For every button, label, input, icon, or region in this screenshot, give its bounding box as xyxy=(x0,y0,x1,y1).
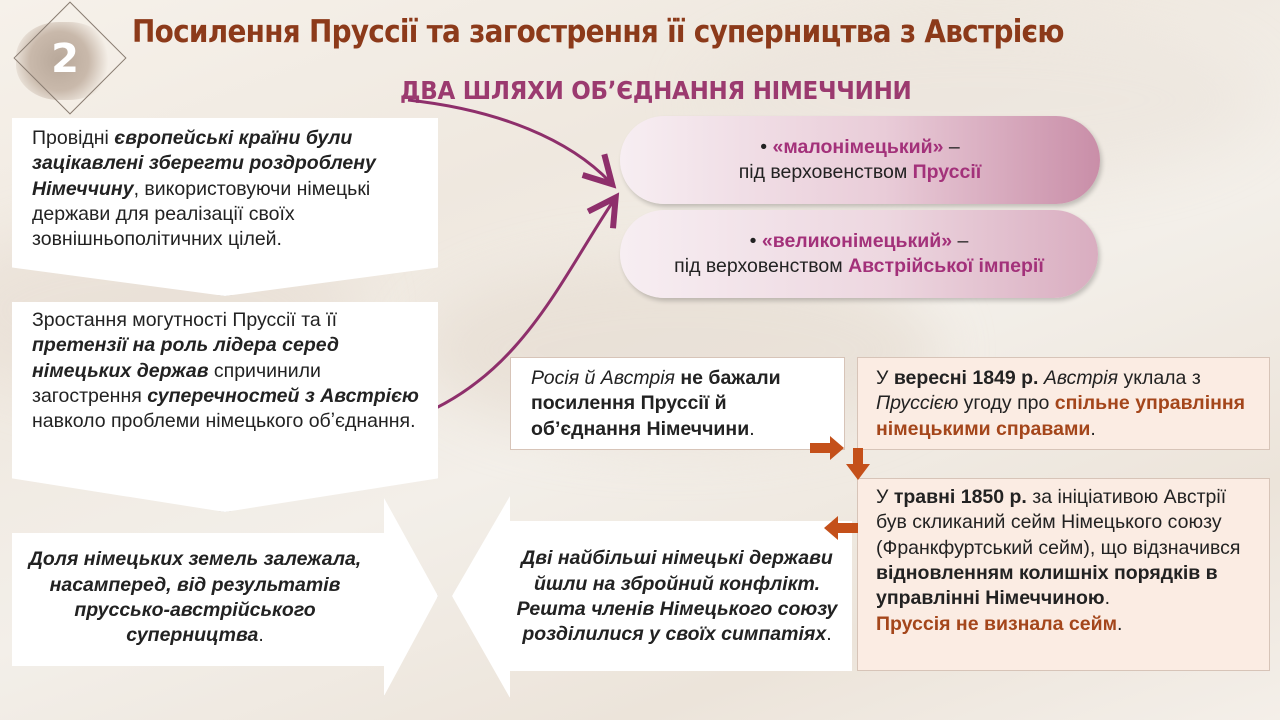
path-name: «малонімецький» xyxy=(772,135,944,158)
russia-austria-box: Росія й Австрія не бажали посилення Прус… xyxy=(510,357,845,450)
text: під верховенством xyxy=(674,255,849,277)
text-emphasis: європейські країни були зацікавлені збер… xyxy=(32,127,376,200)
text: Зростання могутності Пруссії та її xyxy=(32,309,338,331)
text-emphasis: претензії на роль лідера серед німецьких… xyxy=(32,334,339,382)
text: за ініціативою Австрії був скликаний сей… xyxy=(876,486,1241,559)
text: – xyxy=(943,135,960,158)
text-emphasis: Пруссії xyxy=(912,161,982,183)
text: угоду про xyxy=(958,392,1055,415)
page-subtitle: ДВА ШЛЯХИ ОБʼЄДНАННЯ НІМЕЧЧИНИ xyxy=(400,76,912,105)
text: під верховенством xyxy=(738,161,913,183)
page-title: Посилення Пруссії та загострення її супе… xyxy=(132,14,1065,50)
date: травні 1850 р. xyxy=(893,486,1027,508)
text-emphasis: Дві найбільші німецькі держави йшли на з… xyxy=(516,547,838,646)
text-emphasis: суперечностей з Австрією xyxy=(147,385,419,408)
text-emphasis: не бажали посилення Пруссії й обʼєднання… xyxy=(531,367,781,440)
curve-arrow-to-pill1 xyxy=(407,98,610,182)
text: Провідні xyxy=(32,127,115,149)
text-emphasis: спільне управління німецькими справами xyxy=(876,392,1246,440)
text-emphasis: Пруссія не визнала сейм xyxy=(876,612,1118,635)
text: . xyxy=(1117,612,1123,635)
text: У xyxy=(876,367,894,389)
text: уклала з xyxy=(1118,367,1201,389)
text-emphasis: Доля німецьких земель залежала, насампер… xyxy=(28,548,362,647)
arrow-left-icon xyxy=(824,516,858,540)
bullet: • xyxy=(749,229,757,252)
small-german-path-pill: • «малонімецький» – під верховенством Пр… xyxy=(620,116,1100,204)
bullet: • xyxy=(760,135,768,158)
fate-of-german-lands-arrow: Доля німецьких земель залежала, насампер… xyxy=(12,498,438,696)
path-name: «великонімецький» xyxy=(761,229,953,252)
text: . xyxy=(749,417,755,440)
text-emphasis: Австрійської імперії xyxy=(848,255,1044,277)
badge-ink-blot xyxy=(16,22,112,100)
date: вересні 1849 р. xyxy=(893,367,1039,389)
text: – xyxy=(952,229,969,252)
text: У xyxy=(876,486,894,508)
section-number-badge: 2 xyxy=(51,36,79,82)
european-interests-box: Провідні європейські країни були зацікав… xyxy=(12,118,438,296)
text: . xyxy=(258,624,264,647)
text-emphasis: відновленням колишніх порядків в управлі… xyxy=(876,562,1218,610)
great-german-path-pill: • «великонімецький» – під верховенством … xyxy=(620,210,1098,298)
armed-conflict-arrow: Дві найбільші німецькі держави йшли на з… xyxy=(452,496,852,698)
text: , використовуючи німецькі держави для ре… xyxy=(32,177,371,251)
text: . xyxy=(1104,587,1110,610)
text: спричинили загострення xyxy=(32,359,321,408)
text: . xyxy=(826,623,832,646)
prussia-growth-box: Зростання могутності Пруссії та її прете… xyxy=(12,302,438,512)
text: . xyxy=(1090,417,1096,440)
text: навколо проблеми німецького обʼєднання. xyxy=(32,410,416,433)
arrow-right-icon xyxy=(810,436,844,460)
september-1849-box: У вересні 1849 р. Австрія уклала з Прусс… xyxy=(857,357,1270,450)
text: Росія й Австрія xyxy=(531,367,675,389)
text: Австрія xyxy=(1043,367,1119,389)
may-1850-box: У травні 1850 р. за ініціативою Австрії … xyxy=(857,478,1270,671)
arrow-down-icon xyxy=(846,448,870,480)
text: Пруссією xyxy=(876,392,959,415)
